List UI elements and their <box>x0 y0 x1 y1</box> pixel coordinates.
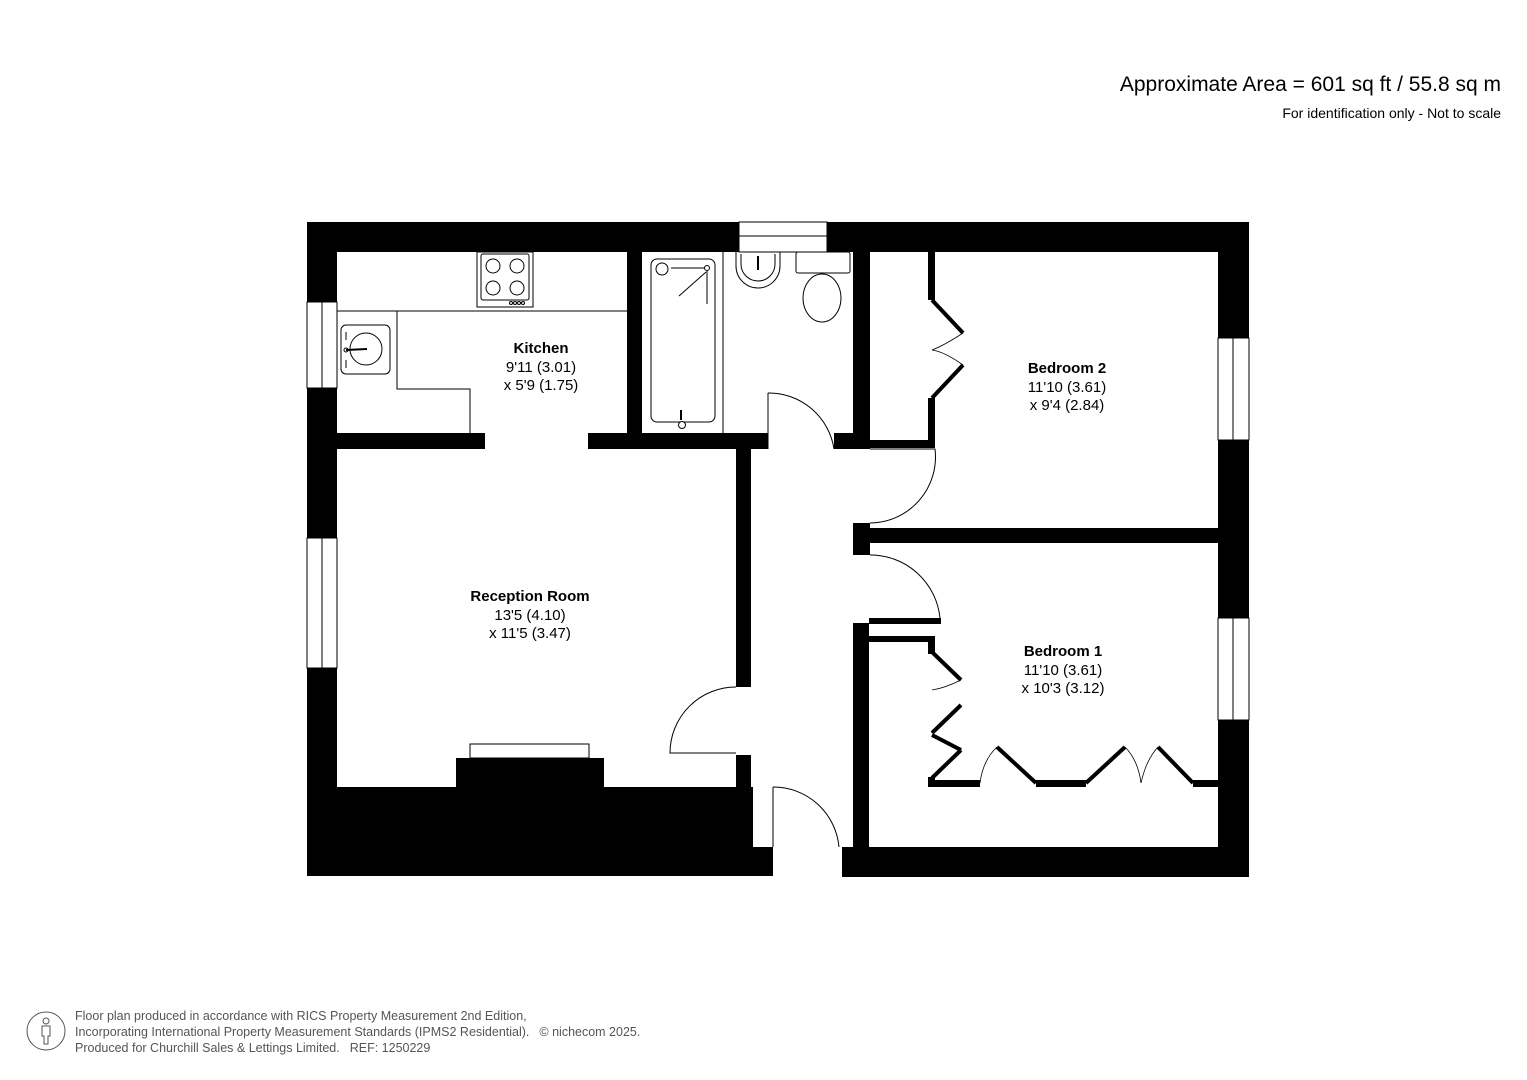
reception-door[interactable] <box>669 686 737 754</box>
walls <box>307 222 1249 877</box>
footer-standards: Incorporating International Property Mea… <box>75 1025 530 1039</box>
bathroom-door[interactable] <box>767 392 835 450</box>
room-bedroom-1: Bedroom 1 11'10 (3.61) x 10'3 (3.12) <box>1022 643 1105 699</box>
footer-text: Floor plan produced in accordance with R… <box>75 1008 640 1056</box>
room-dimension: 11'10 (3.61) <box>1023 661 1103 679</box>
room-name: Bedroom 2 <box>1027 360 1107 377</box>
room-bedroom-2: Bedroom 2 11'10 (3.61) x 9'4 (2.84) <box>1028 360 1106 416</box>
entrance-door[interactable] <box>772 786 840 848</box>
bedroom1-wardrobe <box>930 650 1195 785</box>
sink-icon <box>340 324 391 375</box>
room-reception: Reception Room 13'5 (4.10) x 11'5 (3.47) <box>470 588 589 644</box>
hob-icon <box>476 251 534 308</box>
bedroom1-door[interactable] <box>869 554 941 619</box>
fireplace <box>469 743 590 759</box>
toilet-icon <box>795 251 851 323</box>
bedroom2-door[interactable] <box>869 448 936 524</box>
bedroom2-wardrobe <box>930 298 965 400</box>
kitchen-worktop <box>337 310 627 433</box>
room-dimension: x 5'9 (1.75) <box>503 377 579 394</box>
bath-icon <box>650 258 716 429</box>
room-dimension: x 10'3 (3.12) <box>1021 680 1105 697</box>
room-name: Bedroom 1 <box>1023 643 1103 660</box>
produced-for: Produced for Churchill Sales & Lettings … <box>75 1041 340 1055</box>
room-dimension: x 9'4 (2.84) <box>1029 397 1105 414</box>
disclaimer: For identification only - Not to scale <box>1282 105 1501 121</box>
room-dimension: 11'10 (3.61) <box>1027 378 1107 396</box>
room-dimension: 13'5 (4.10) <box>494 606 566 624</box>
doors <box>669 392 941 848</box>
footer-line-3: Produced for Churchill Sales & Lettings … <box>75 1040 640 1056</box>
room-dimension: x 11'5 (3.47) <box>489 625 571 642</box>
bathroom-fixtures <box>650 251 851 433</box>
reference: REF: 1250229 <box>349 1041 431 1055</box>
approximate-area: Approximate Area = 601 sq ft / 55.8 sq m <box>1119 73 1501 96</box>
header: Approximate Area = 601 sq ft / 55.8 sq m… <box>1120 72 1501 122</box>
footer-line-1: Floor plan produced in accordance with R… <box>75 1009 527 1023</box>
windows <box>306 221 1250 721</box>
room-name: Reception Room <box>470 588 590 605</box>
room-name: Kitchen <box>513 340 569 357</box>
copyright: © nichecom 2025. <box>539 1025 641 1039</box>
room-dimension: 9'11 (3.01) <box>505 358 577 376</box>
basin-icon <box>735 252 781 289</box>
footer-line-2: Incorporating International Property Mea… <box>75 1024 640 1040</box>
room-kitchen: Kitchen 9'11 (3.01) x 5'9 (1.75) <box>504 340 579 396</box>
person-icon <box>26 1011 66 1051</box>
footer: Floor plan produced in accordance with R… <box>26 1008 640 1056</box>
